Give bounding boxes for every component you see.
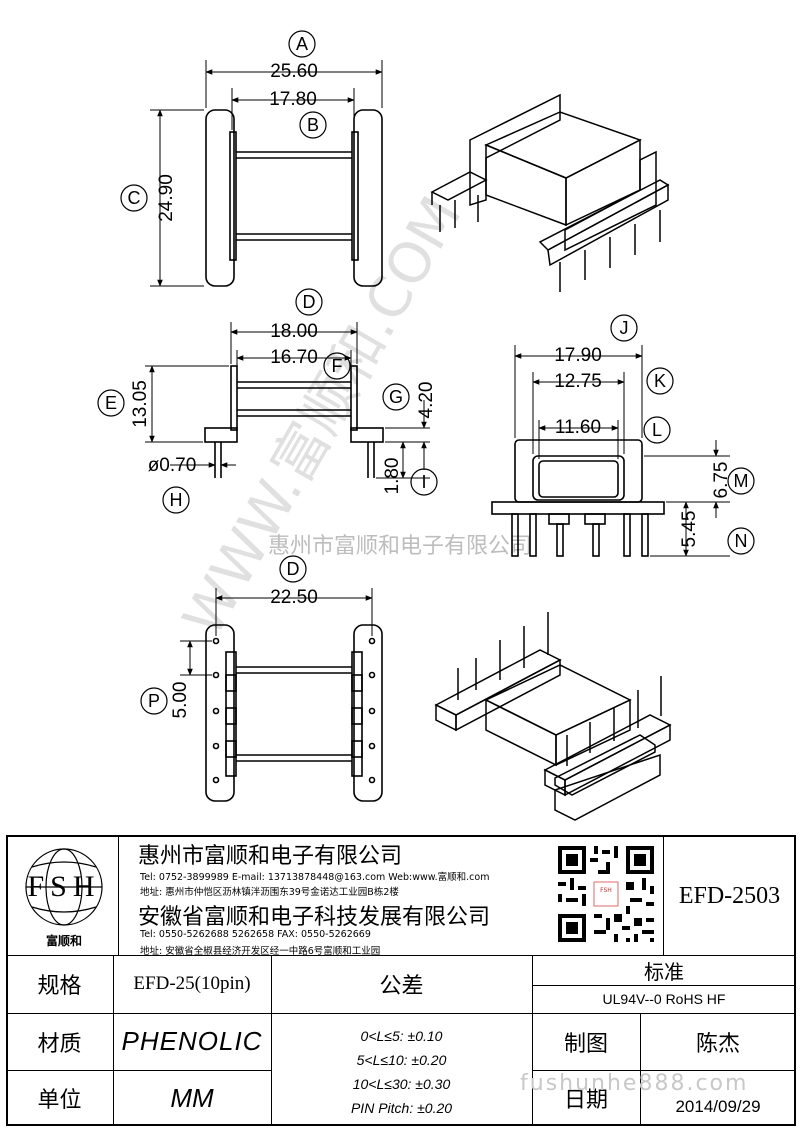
label-spec: 规格: [37, 974, 82, 999]
callout-d-bottom: D: [287, 559, 300, 579]
logo-divider: [118, 835, 119, 955]
drawn-date-divider: [532, 1070, 796, 1071]
tolerance-line-3: 10<L≤30: ±0.30: [352, 1076, 451, 1092]
tolerance-list: 0<L≤5: ±0.10 5<L≤10: ±0.20 10<L≤30: ±0.3…: [271, 1024, 532, 1120]
company-name-anhui: 安徽省富顺和电子科技发展有限公司: [138, 905, 491, 930]
tolerance-line-2: 5<L≤10: ±0.20: [356, 1052, 447, 1068]
col-divider-label: [113, 955, 114, 1126]
header-row-divider: [6, 955, 796, 956]
company-address-anhui: 地址: 安徽省全椒县经济开发区经一中路6号富顺和工业园: [140, 946, 381, 957]
logo-text: FSH: [27, 870, 101, 903]
label-unit: 单位: [37, 1088, 82, 1113]
callout-g: G: [389, 387, 403, 407]
technical-drawing: WWW.富顺和.COM 惠州市富顺和电子有限公司: [97, 30, 755, 821]
label-material: 材质: [37, 1031, 82, 1057]
dim-i: 1.80: [382, 458, 403, 495]
callout-m: M: [734, 471, 749, 491]
standard-title: 标准: [644, 959, 684, 984]
dim-e: 13.05: [130, 380, 151, 428]
center-watermark: 惠州市富顺和电子有限公司: [268, 534, 532, 559]
col-divider-tolerance: [532, 955, 533, 1126]
title-block: [6, 835, 796, 1126]
company-logo: FSH 富顺和: [14, 842, 114, 950]
col-divider-spec: [271, 955, 272, 1126]
callout-j: J: [620, 318, 629, 338]
dim-m: 6.75: [711, 462, 732, 499]
dim-d-side: 18.00: [270, 321, 318, 342]
company-contact-huizhou: Tel: 0752-3899989 E-mail: 13713878448@16…: [140, 872, 490, 883]
front-view: [491, 439, 665, 557]
part-number: EFD-2503: [678, 882, 781, 909]
value-material: PHENOLIC: [121, 1026, 263, 1056]
callout-a: A: [296, 34, 308, 54]
standard-col-divider: [640, 1013, 641, 1126]
label-drawn-by: 制图: [563, 1031, 608, 1057]
company-address-huizhou: 地址: 惠州市仲恺区沥林镇泮沥围东39号金诺达工业园B栋2楼: [140, 887, 399, 898]
qr-caption: FSH: [600, 887, 612, 894]
row-divider-1: [6, 1013, 271, 1014]
company-name-huizhou: 惠州市富顺和电子有限公司: [138, 844, 403, 869]
top-view: [205, 109, 383, 287]
callout-b: B: [307, 115, 319, 135]
value-date: 2014/09/29: [675, 1097, 761, 1116]
company-contact-anhui: Tel: 0550-5262688 5262658 FAX: 0550-5262…: [140, 929, 371, 940]
dim-g: 4.20: [416, 382, 437, 419]
standard-title-divider: [532, 985, 796, 986]
callout-c: C: [128, 188, 141, 208]
dim-c: 24.90: [156, 174, 177, 222]
dim-d-bottom: 22.50: [270, 587, 318, 608]
callout-k: K: [654, 371, 666, 391]
dim-j: 17.90: [554, 345, 602, 366]
callout-n: N: [735, 531, 748, 551]
callout-i: I: [421, 472, 426, 492]
dim-b: 17.80: [269, 89, 317, 110]
tolerance-title-divider: [271, 1013, 532, 1014]
tolerance-title: 公差: [379, 974, 424, 999]
dim-n: 5.45: [679, 511, 700, 548]
value-drawn-by: 陈杰: [695, 1031, 740, 1057]
standard-value: UL94V--0 RoHS HF: [602, 991, 726, 1007]
isometric-view-top: [430, 93, 670, 292]
globe-icon: [25, 848, 103, 926]
isometric-view-bottom: [434, 612, 672, 821]
callout-p: P: [148, 691, 160, 711]
callout-l: L: [652, 420, 662, 440]
tolerance-line-4: PIN Pitch: ±0.20: [350, 1100, 453, 1116]
value-spec: EFD-25(10pin): [133, 973, 251, 994]
bottom-view: [205, 624, 383, 802]
dim-h: ø0.70: [148, 455, 197, 476]
callout-h: H: [170, 490, 183, 510]
standard-value-divider: [532, 1013, 796, 1014]
dim-p: 5.00: [170, 682, 191, 719]
callout-d-side: D: [303, 292, 316, 312]
tolerance-line-1: 0<L≤5: ±0.10: [360, 1028, 443, 1044]
qr-code[interactable]: FSH: [554, 842, 658, 946]
dim-l: 11.60: [555, 417, 601, 438]
label-date: 日期: [563, 1088, 608, 1113]
dim-k: 12.75: [554, 371, 602, 392]
value-unit: MM: [170, 1082, 214, 1113]
logo-caption: 富顺和: [45, 934, 82, 948]
bottom-watermark: fushunhe888.com: [520, 1071, 749, 1096]
row-divider-2: [6, 1070, 271, 1071]
callout-e: E: [105, 393, 117, 413]
part-divider: [663, 835, 664, 955]
callout-f: F: [332, 356, 343, 376]
dim-a: 25.60: [270, 61, 318, 82]
qr-code-icon: [554, 842, 658, 946]
side-view: [204, 365, 384, 478]
dim-f: 16.70: [270, 347, 318, 368]
